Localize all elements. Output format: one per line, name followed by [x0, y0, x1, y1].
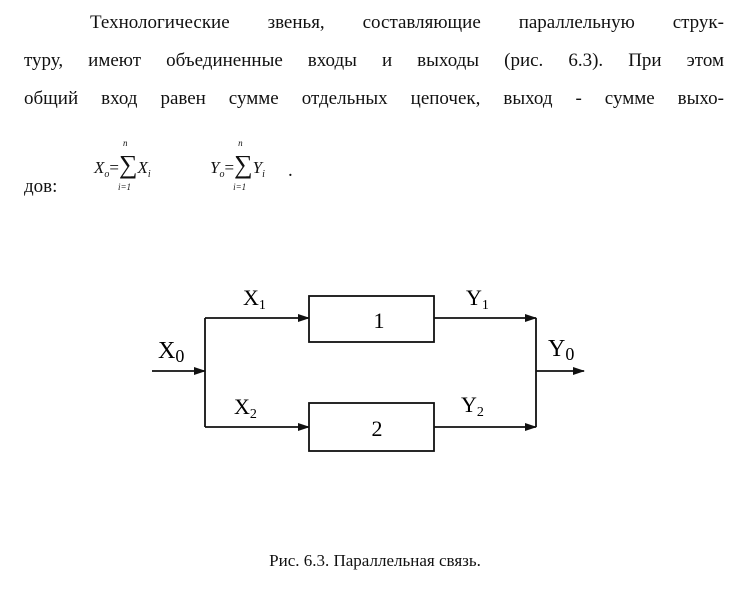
paragraph-line-1: Технологические звенья, составляющие пар… — [90, 12, 724, 33]
paragraph-line-2: туру, имеют объединенные входы и выходы … — [24, 50, 724, 71]
output-label-sub: 0 — [565, 344, 574, 364]
branch-1-input-label-sub: 1 — [259, 298, 266, 313]
output-label: Y0 — [548, 336, 574, 364]
formula-y-term: Y — [252, 158, 263, 177]
paragraph-line-3: общий вход равен сумме отдельных цепочек… — [24, 88, 724, 109]
block-1-label: 1 — [374, 308, 385, 333]
block-2 — [308, 402, 435, 452]
body-paragraph: Технологические звенья, составляющие пар… — [24, 4, 724, 118]
formula-y-lhs: Y — [210, 158, 220, 177]
formula-x-lhs: X — [94, 158, 105, 177]
branch-1-input-label-main: X — [243, 285, 259, 310]
formula-x-term-sub: i — [147, 169, 151, 180]
branch-2-output-label-sub: 2 — [477, 405, 484, 420]
input-label-sub: 0 — [175, 346, 184, 366]
branch-1-input-label: X1 — [243, 285, 266, 313]
formula-y-sum-lower: i=1 — [233, 182, 247, 192]
branch-2-input-label-sub: 2 — [250, 407, 257, 422]
formula-y-term-sub: i — [262, 169, 265, 180]
output-label-main: Y — [548, 336, 565, 362]
formula-x-sum-upper: n — [122, 138, 128, 148]
branch-1-output-label-main: Y — [466, 285, 482, 310]
formula-y-eq: = — [224, 158, 235, 177]
formula-y-lhs-sub: o — [219, 169, 225, 180]
branch-2-output-label-main: Y — [461, 392, 477, 417]
paragraph-line-4-prefix: дов: — [24, 176, 58, 197]
input-label-main: X — [158, 338, 175, 364]
formula-x-eq: = — [109, 158, 119, 177]
formula-period: . — [288, 160, 293, 181]
input-label: X0 — [158, 338, 184, 366]
formula-x-term: X — [137, 158, 148, 177]
formula-x-lhs-sub: o — [104, 169, 110, 180]
branch-1-output-label-sub: 1 — [482, 298, 489, 313]
formula-x-sum-lower: i=1 — [117, 182, 132, 192]
branch-1-output-label: Y1 — [466, 285, 489, 313]
branch-2-input-label: X2 — [234, 394, 257, 422]
formula-y-sum-upper: n — [238, 138, 243, 148]
branch-2-input-label-main: X — [234, 394, 250, 419]
block-1 — [308, 295, 435, 343]
branch-2-output-label: Y2 — [461, 392, 484, 420]
figure-caption: Рис. 6.3. Параллельная связь. — [269, 551, 481, 570]
block-2-label: 2 — [372, 416, 383, 441]
